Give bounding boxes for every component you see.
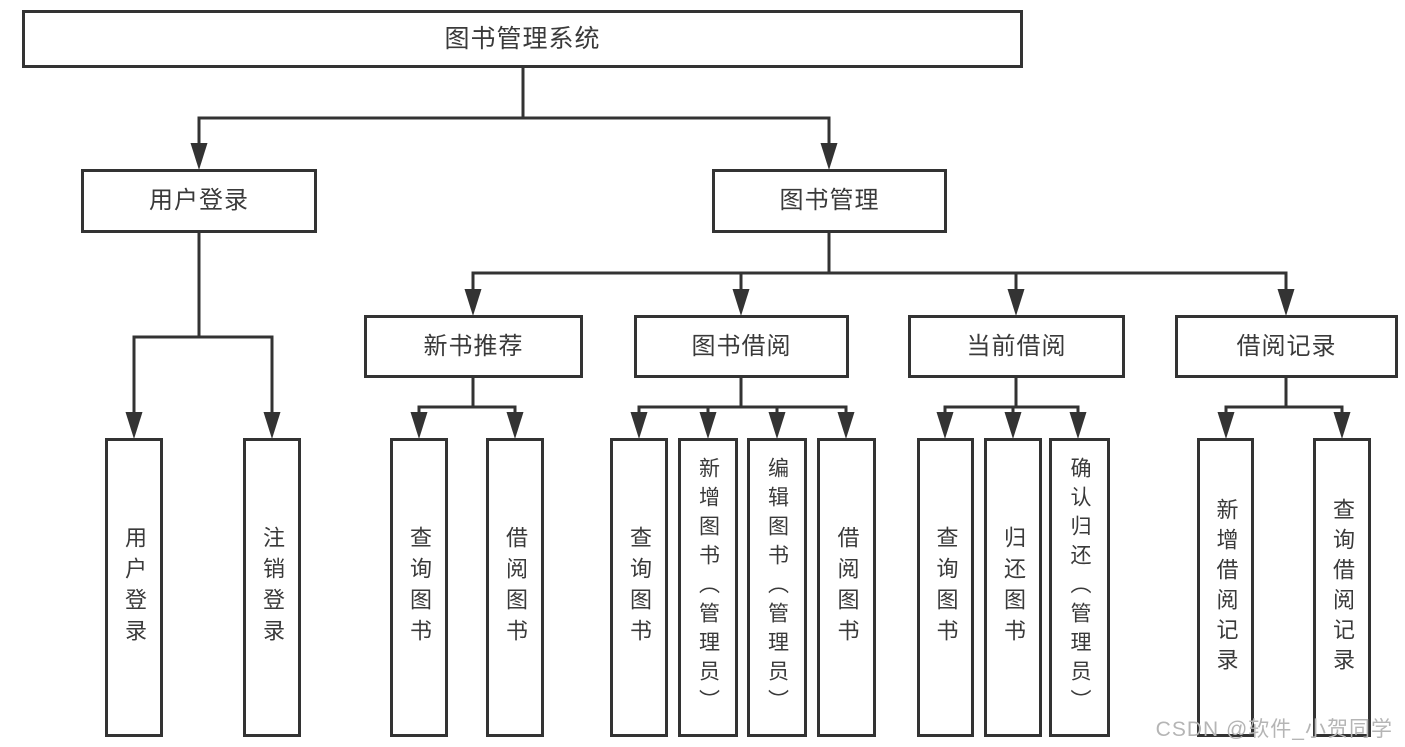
leaf-user-login: 用户登录 [105, 438, 163, 737]
leaf-borrowing-query-books: 查询图书 [610, 438, 668, 737]
leaf-current-return-books: 归还图书 [984, 438, 1042, 737]
node-borrowing-records: 借阅记录 [1175, 315, 1398, 378]
node-book-management: 图书管理 [712, 169, 947, 233]
connector-group-5 [936, 378, 1087, 439]
node-library-management-system: 图书管理系统 [22, 10, 1023, 68]
connector-group-1 [125, 233, 281, 439]
connector-group-2 [464, 233, 1295, 316]
leaf-current-query-books: 查询图书 [917, 438, 974, 737]
leaf-recommend-query-books: 查询图书 [390, 438, 448, 737]
leaf-logout: 注销登录 [243, 438, 301, 737]
leaf-borrowing-borrow-books: 借阅图书 [817, 438, 876, 737]
leaf-borrowing-add-books-admin: 新增图书（管理员） [678, 438, 738, 737]
connector-group-3 [410, 378, 524, 439]
leaf-current-confirm-return-admin: 确认归还（管理员） [1049, 438, 1110, 737]
csdn-watermark: CSDN @软件_小贺同学 [1155, 718, 1393, 741]
connector-group-0 [190, 68, 838, 170]
leaf-recommend-borrow-books: 借阅图书 [486, 438, 544, 737]
connector-group-6 [1217, 378, 1351, 439]
node-current-borrowing: 当前借阅 [908, 315, 1125, 378]
node-user-login: 用户登录 [81, 169, 317, 233]
leaf-borrowing-edit-books-admin: 编辑图书（管理员） [747, 438, 807, 737]
leaf-records-add-record: 新增借阅记录 [1197, 438, 1254, 737]
node-new-book-recommendation: 新书推荐 [364, 315, 583, 378]
connector-group-4 [630, 378, 855, 439]
leaf-records-query-record: 查询借阅记录 [1313, 438, 1371, 737]
node-book-borrowing: 图书借阅 [634, 315, 849, 378]
